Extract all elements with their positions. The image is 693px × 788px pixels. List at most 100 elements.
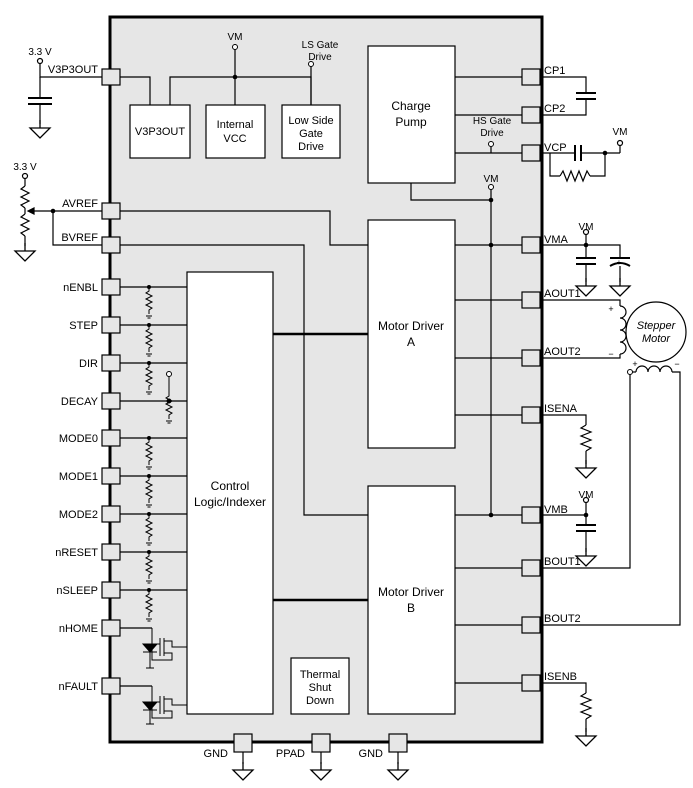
internal-vcc-label-1: Internal bbox=[217, 119, 254, 131]
label-vcp: VCP bbox=[544, 142, 567, 154]
pin-nhome bbox=[101, 619, 121, 637]
vm-label-vmb: VM bbox=[579, 490, 594, 501]
ls-gate-label-1: LS Gate bbox=[302, 40, 339, 51]
bottom-pin-labels: GND PPAD GND bbox=[204, 748, 384, 760]
bottom-pins bbox=[233, 733, 408, 753]
pin-vma bbox=[521, 236, 541, 254]
label-mode1: MODE1 bbox=[59, 471, 98, 483]
label-avref: AVREF bbox=[62, 198, 98, 210]
pin-mode0 bbox=[101, 429, 121, 447]
internal-vcc-block: Internal VCC bbox=[205, 104, 266, 159]
pin-nenbl bbox=[101, 278, 121, 296]
vma-junction bbox=[583, 242, 589, 248]
label-aout1: AOUT1 bbox=[544, 288, 581, 300]
pin-v3p3out bbox=[101, 68, 121, 86]
hs-gate-drive-label: HS Gate Drive bbox=[473, 116, 512, 147]
nfault-open-drain-fet bbox=[141, 686, 187, 725]
left-pins bbox=[101, 68, 121, 695]
junction-dots bbox=[232, 74, 494, 518]
label-gnd-right: GND bbox=[359, 748, 384, 760]
nhome-open-drain-fet bbox=[141, 628, 187, 669]
hs-gate-label-1: HS Gate bbox=[473, 116, 512, 127]
pin-bout1 bbox=[521, 559, 541, 577]
vmb-decoupling bbox=[540, 496, 597, 567]
control-logic-block: Control Logic/Indexer bbox=[186, 271, 274, 715]
label-isena: ISENA bbox=[544, 403, 578, 415]
v3p3-avref-label: 3.3 V bbox=[13, 162, 37, 173]
pin-mode2 bbox=[101, 505, 121, 523]
motor-driver-b-block: Motor Driver B bbox=[367, 485, 456, 715]
hs-gate-label-2: Drive bbox=[480, 128, 504, 139]
coil-a-minus: − bbox=[608, 349, 613, 359]
v3p3-top-label: 3.3 V bbox=[28, 47, 52, 58]
pin-aout1 bbox=[521, 291, 541, 309]
pin-aout2 bbox=[521, 349, 541, 367]
label-isenb: ISENB bbox=[544, 671, 577, 683]
label-nfault: nFAULT bbox=[58, 681, 98, 693]
right-pin-labels: CP1 CP2 VCP VMA AOUT1 AOUT2 ISENA VMB BO… bbox=[544, 65, 581, 683]
label-dir: DIR bbox=[79, 358, 98, 370]
control-logic-label-1: Control bbox=[211, 479, 250, 493]
left-pin-labels: V3P3OUT AVREF BVREF nENBL STEP DIR DECAY… bbox=[48, 64, 99, 693]
coil-b-minus: − bbox=[674, 359, 679, 369]
bottom-grounds bbox=[232, 752, 409, 781]
logic-junctions bbox=[147, 285, 151, 592]
isena-sense-resistor bbox=[540, 414, 597, 479]
motor-driver-b-label-2: B bbox=[407, 601, 415, 615]
vm-label-vcp: VM bbox=[613, 127, 628, 138]
pin-dir bbox=[101, 354, 121, 372]
label-vmb: VMB bbox=[544, 504, 568, 516]
vm-label-internal-feed: VM bbox=[484, 174, 499, 185]
label-mode2: MODE2 bbox=[59, 509, 98, 521]
pin-isenb bbox=[521, 674, 541, 692]
label-nreset: nRESET bbox=[55, 547, 98, 559]
pin-decay bbox=[101, 392, 121, 410]
motor-driver-a-label-2: A bbox=[407, 335, 415, 349]
label-cp2: CP2 bbox=[544, 103, 565, 115]
label-ppad: PPAD bbox=[276, 748, 305, 760]
label-nhome: nHOME bbox=[59, 623, 98, 635]
label-bout2: BOUT2 bbox=[544, 613, 581, 625]
pin-avref bbox=[101, 202, 121, 220]
ls-gate-label-2: Drive bbox=[308, 52, 332, 63]
thermal-shutdown-block: Thermal Shut Down bbox=[290, 657, 350, 715]
label-step: STEP bbox=[69, 320, 98, 332]
thermal-label-2: Shut bbox=[309, 682, 332, 694]
pin-mode1 bbox=[101, 467, 121, 485]
low-side-label-2: Gate bbox=[299, 128, 323, 140]
label-nenbl: nENBL bbox=[63, 282, 98, 294]
pin-step bbox=[101, 316, 121, 334]
label-cp1: CP1 bbox=[544, 65, 565, 77]
vm-label-motor-feed: VM bbox=[484, 174, 499, 190]
low-side-label-3: Drive bbox=[298, 141, 324, 153]
thermal-label-1: Thermal bbox=[300, 669, 340, 681]
pin-bout2 bbox=[521, 616, 541, 634]
vmb-junction bbox=[583, 512, 589, 518]
label-decay: DECAY bbox=[61, 396, 99, 408]
avref-junction bbox=[50, 208, 56, 214]
pin-vcp bbox=[521, 144, 541, 162]
right-pins bbox=[521, 68, 541, 692]
bout1-plus-node bbox=[627, 369, 633, 375]
pin-gnd-right bbox=[388, 733, 408, 753]
control-logic-label-2: Logic/Indexer bbox=[194, 495, 266, 509]
pin-ppad bbox=[311, 733, 331, 753]
label-vma: VMA bbox=[544, 234, 569, 246]
vm-label-vma: VM bbox=[579, 222, 594, 233]
pin-isena bbox=[521, 406, 541, 424]
charge-pump-label-1: Charge bbox=[391, 99, 431, 113]
thermal-label-3: Down bbox=[306, 695, 334, 707]
internal-vcc-label-2: VCC bbox=[223, 133, 246, 145]
pin-cp2 bbox=[521, 106, 541, 124]
charge-pump-block: Charge Pump bbox=[367, 45, 456, 184]
motor-driver-a-label-1: Motor Driver bbox=[378, 319, 444, 333]
vcp-junction bbox=[602, 150, 608, 156]
label-aout2: AOUT2 bbox=[544, 346, 581, 358]
motor-driver-a-block: Motor Driver A bbox=[367, 219, 456, 449]
stepper-motor-circuit bbox=[540, 299, 687, 626]
charge-pump-label-2: Pump bbox=[395, 115, 427, 129]
stepper-motor-label-1: Stepper bbox=[637, 320, 677, 332]
pin-nfault bbox=[101, 677, 121, 695]
vm-label-internal: VM bbox=[228, 32, 243, 50]
